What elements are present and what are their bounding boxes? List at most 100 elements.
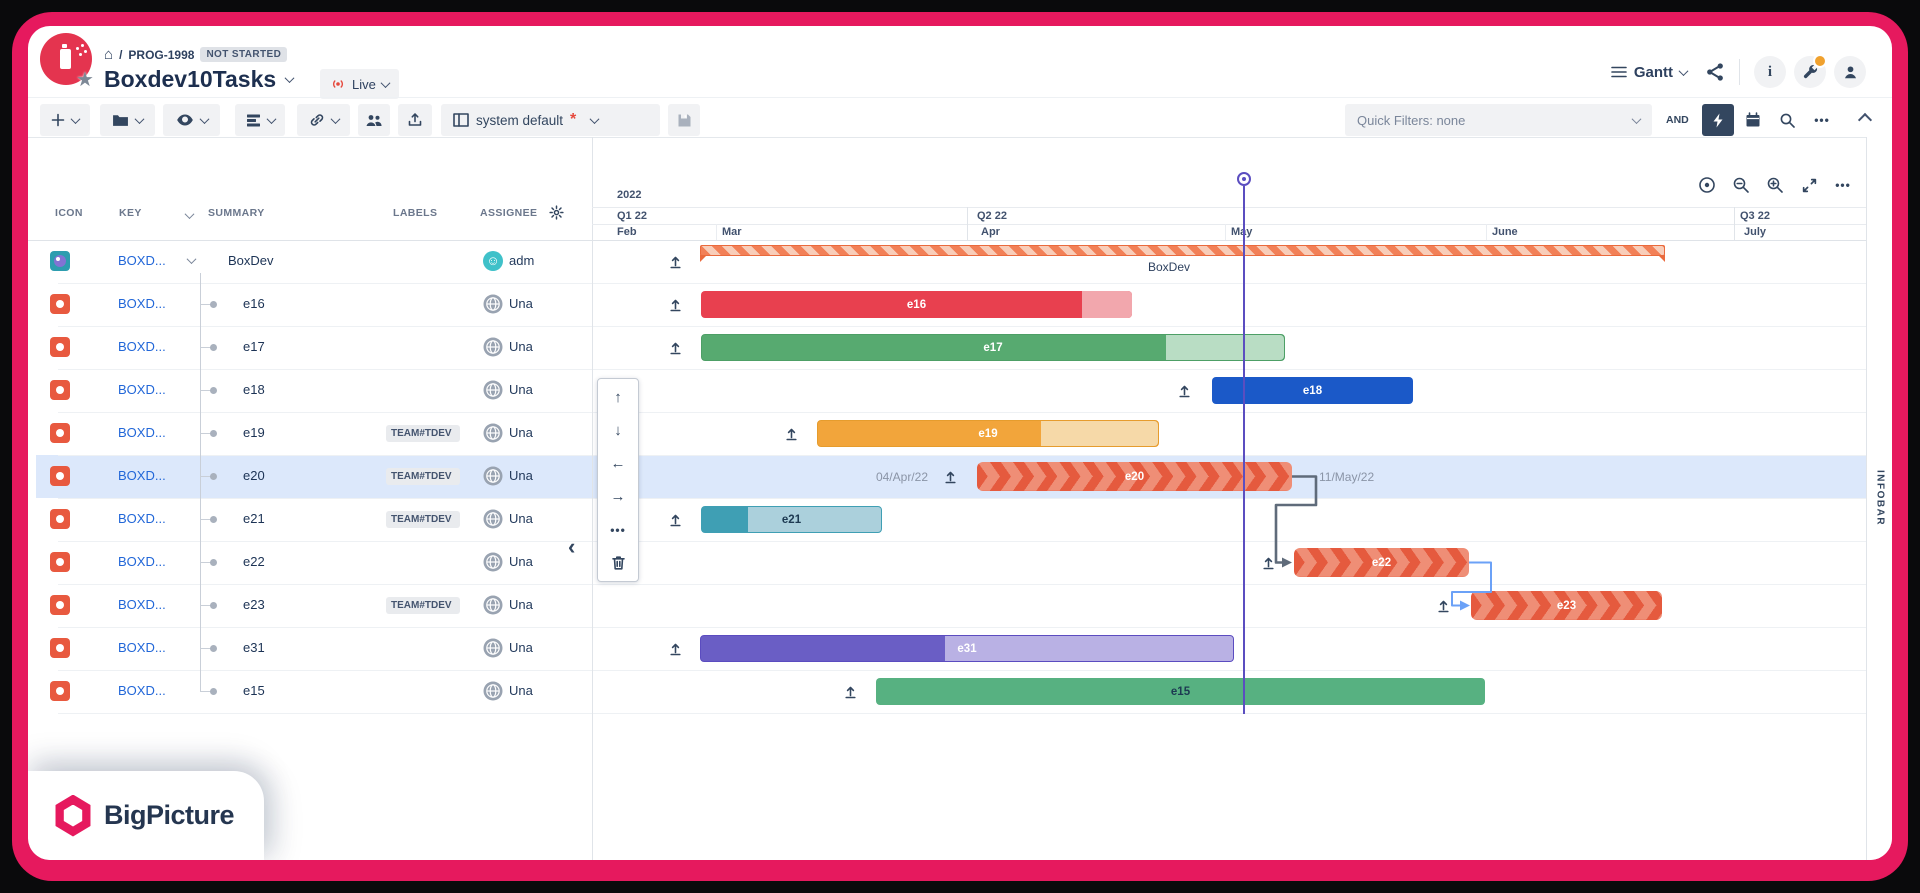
- add-task-button[interactable]: [40, 104, 90, 136]
- zoom-in-button[interactable]: [1764, 174, 1786, 196]
- column-header-labels[interactable]: LABELS: [393, 207, 438, 219]
- table-row-boxdev[interactable]: BOXD... BoxDev ☺ adm: [28, 240, 592, 283]
- auto-filters-button[interactable]: [1702, 104, 1734, 136]
- issue-key-link[interactable]: BOXD...: [118, 253, 166, 268]
- leveling-icon[interactable]: [843, 684, 858, 699]
- table-row-e23[interactable]: BOXD... e23 TEAM#TDEV Una: [28, 584, 592, 627]
- column-view-dropdown[interactable]: system default *: [441, 104, 660, 136]
- delete-row-button[interactable]: [598, 546, 638, 579]
- issue-key-link[interactable]: BOXD...: [118, 382, 166, 397]
- collapse-toolbar-button[interactable]: [1850, 104, 1880, 136]
- gantt-more-button[interactable]: •••: [1835, 178, 1851, 192]
- search-button[interactable]: [1772, 104, 1802, 136]
- gantt-bar-e18[interactable]: e18: [1212, 377, 1413, 404]
- zoom-out-button[interactable]: [1730, 174, 1752, 196]
- leveling-icon[interactable]: [784, 426, 799, 441]
- move-down-button[interactable]: ↓: [598, 414, 638, 447]
- scroll-to-today-button[interactable]: [1696, 174, 1718, 196]
- home-icon[interactable]: ⌂: [104, 46, 114, 63]
- view-switcher[interactable]: Gantt: [1611, 64, 1689, 81]
- issue-key-link[interactable]: BOXD...: [118, 683, 166, 698]
- gantt-bar-e22[interactable]: e22: [1294, 548, 1469, 577]
- table-row-e21[interactable]: BOXD... e21 TEAM#TDEV Una: [28, 498, 592, 541]
- configuration-button[interactable]: [1794, 54, 1827, 88]
- summary-text[interactable]: e23: [243, 597, 265, 612]
- gantt-bar-e17[interactable]: e17: [701, 334, 1285, 361]
- infobar-tab[interactable]: INFOBAR: [1866, 137, 1892, 860]
- issue-key-link[interactable]: BOXD...: [118, 296, 166, 311]
- leveling-icon[interactable]: [668, 340, 683, 355]
- row-more-button[interactable]: •••: [598, 513, 638, 546]
- row-display-button[interactable]: [235, 104, 285, 136]
- more-tools-button[interactable]: •••: [1806, 104, 1838, 136]
- gantt-summary-bar-boxdev[interactable]: [700, 245, 1665, 262]
- table-row-e16[interactable]: BOXD... e16 Una: [28, 283, 592, 326]
- issue-key-link[interactable]: BOXD...: [118, 640, 166, 655]
- share-icon[interactable]: [1705, 62, 1725, 82]
- dependency-link-button[interactable]: [297, 104, 350, 136]
- leveling-icon[interactable]: [668, 297, 683, 312]
- summary-text[interactable]: e16: [243, 296, 265, 311]
- summary-text[interactable]: e31: [243, 640, 265, 655]
- summary-text[interactable]: e18: [243, 382, 265, 397]
- table-row-e20-selected[interactable]: BOXD... e20 TEAM#TDEV Una: [28, 455, 592, 498]
- quick-filters-dropdown[interactable]: Quick Filters: none: [1345, 104, 1652, 136]
- gantt-bar-e23[interactable]: e23: [1471, 591, 1662, 620]
- label-badge[interactable]: TEAM#TDEV: [386, 511, 460, 528]
- export-button[interactable]: [398, 104, 432, 136]
- table-row-e17[interactable]: BOXD... e17 Una: [28, 326, 592, 369]
- indent-button[interactable]: →: [598, 480, 638, 513]
- sort-chevron-icon[interactable]: [184, 209, 195, 220]
- issue-key-link[interactable]: BOXD...: [118, 597, 166, 612]
- outdent-button[interactable]: ←: [598, 447, 638, 480]
- issue-key-link[interactable]: BOXD...: [118, 425, 166, 440]
- summary-text[interactable]: e21: [243, 511, 265, 526]
- table-row-e19[interactable]: BOXD... e19 TEAM#TDEV Una: [28, 412, 592, 455]
- column-header-summary[interactable]: SUMMARY: [208, 207, 265, 219]
- page-title[interactable]: Boxdev10Tasks: [104, 66, 295, 93]
- gantt-bar-e19[interactable]: e19: [817, 420, 1159, 447]
- leveling-icon[interactable]: [668, 512, 683, 527]
- leveling-icon[interactable]: [1261, 555, 1276, 570]
- label-badge[interactable]: TEAM#TDEV: [386, 597, 460, 614]
- gantt-bar-e16[interactable]: e16: [701, 291, 1132, 318]
- leveling-icon[interactable]: [1436, 598, 1451, 613]
- info-button[interactable]: i: [1754, 56, 1786, 88]
- favorite-star-icon[interactable]: ★: [76, 69, 94, 91]
- column-header-icon[interactable]: ICON: [55, 207, 83, 219]
- column-header-assignee[interactable]: ASSIGNEE: [480, 207, 538, 219]
- column-header-key[interactable]: KEY: [119, 207, 142, 219]
- box-avatar[interactable]: ★: [40, 33, 94, 91]
- today-marker-handle[interactable]: [1237, 172, 1251, 186]
- issue-key-link[interactable]: BOXD...: [118, 511, 166, 526]
- issue-key-link[interactable]: BOXD...: [118, 339, 166, 354]
- issue-key-link[interactable]: BOXD...: [118, 554, 166, 569]
- expand-chevron-icon[interactable]: [186, 254, 197, 265]
- table-row-e22[interactable]: BOXD... e22 Una: [28, 541, 592, 584]
- calendar-button[interactable]: [1738, 104, 1768, 136]
- label-badge[interactable]: TEAM#TDEV: [386, 468, 460, 485]
- open-box-button[interactable]: [100, 104, 155, 136]
- summary-text[interactable]: e19: [243, 425, 265, 440]
- resources-button[interactable]: [358, 104, 390, 136]
- gantt-bar-e31[interactable]: e31: [700, 635, 1234, 662]
- leveling-icon[interactable]: [668, 641, 683, 656]
- chevron-down-icon[interactable]: [284, 73, 295, 84]
- breadcrumb-project[interactable]: PROG-1998: [128, 47, 195, 62]
- gantt-bar-e21[interactable]: e21: [701, 506, 882, 533]
- move-up-button[interactable]: ↑: [598, 381, 638, 414]
- table-row-e15[interactable]: BOXD... e15 Una: [28, 670, 592, 713]
- issue-key-link[interactable]: BOXD...: [118, 468, 166, 483]
- leveling-icon[interactable]: [668, 254, 683, 269]
- leveling-icon[interactable]: [1177, 383, 1192, 398]
- today-marker-line[interactable]: [1243, 186, 1245, 714]
- summary-text[interactable]: e22: [243, 554, 265, 569]
- live-mode-button[interactable]: Live: [320, 69, 399, 99]
- panel-divider[interactable]: [592, 137, 593, 860]
- summary-text[interactable]: BoxDev: [228, 253, 274, 268]
- gantt-bar-e15[interactable]: e15: [876, 678, 1485, 705]
- leveling-icon[interactable]: [943, 469, 958, 484]
- summary-text[interactable]: e15: [243, 683, 265, 698]
- profile-button[interactable]: [1834, 56, 1866, 88]
- summary-text[interactable]: e20: [243, 468, 265, 483]
